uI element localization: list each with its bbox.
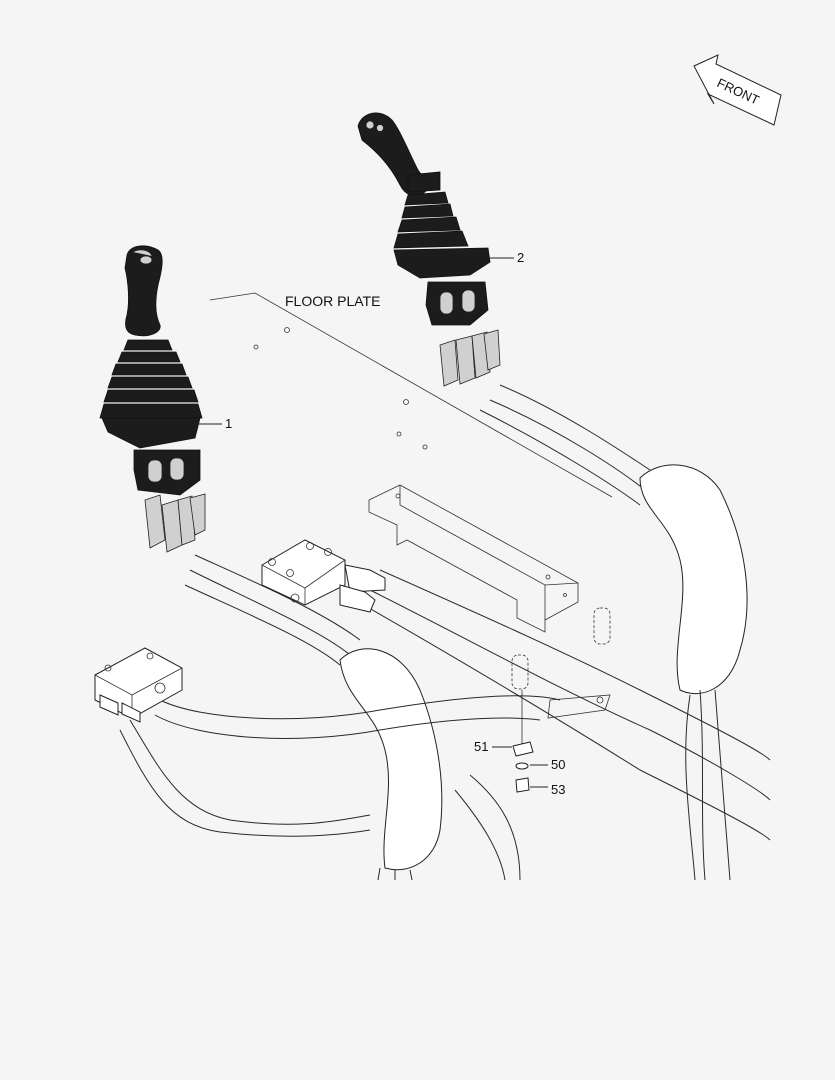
joystick-right [357, 112, 501, 387]
manifold-block-left [94, 647, 183, 723]
manifold-block-center [261, 539, 386, 613]
callout-2: 2 [488, 250, 524, 265]
callout-50-label: 50 [551, 757, 565, 772]
callout-50: 50 [530, 757, 565, 772]
mounting-bracket [368, 484, 579, 633]
fastener-stack [511, 654, 611, 793]
callout-1: 1 [196, 416, 232, 431]
floor-plate: FLOOR PLATE [209, 292, 613, 498]
hose-bundle-right [479, 384, 748, 881]
callout-51: 51 [474, 739, 512, 754]
floor-plate-label: FLOOR PLATE [285, 293, 380, 309]
hose-bundle-lower [119, 695, 561, 837]
dashed-spacer [593, 607, 611, 645]
joystick-left [99, 245, 206, 553]
callout-51-label: 51 [474, 739, 488, 754]
front-arrow-icon: FRONT [693, 54, 782, 126]
callout-53-label: 53 [551, 782, 565, 797]
callout-1-label: 1 [225, 416, 232, 431]
callout-2-label: 2 [517, 250, 524, 265]
callout-53: 53 [530, 782, 565, 797]
